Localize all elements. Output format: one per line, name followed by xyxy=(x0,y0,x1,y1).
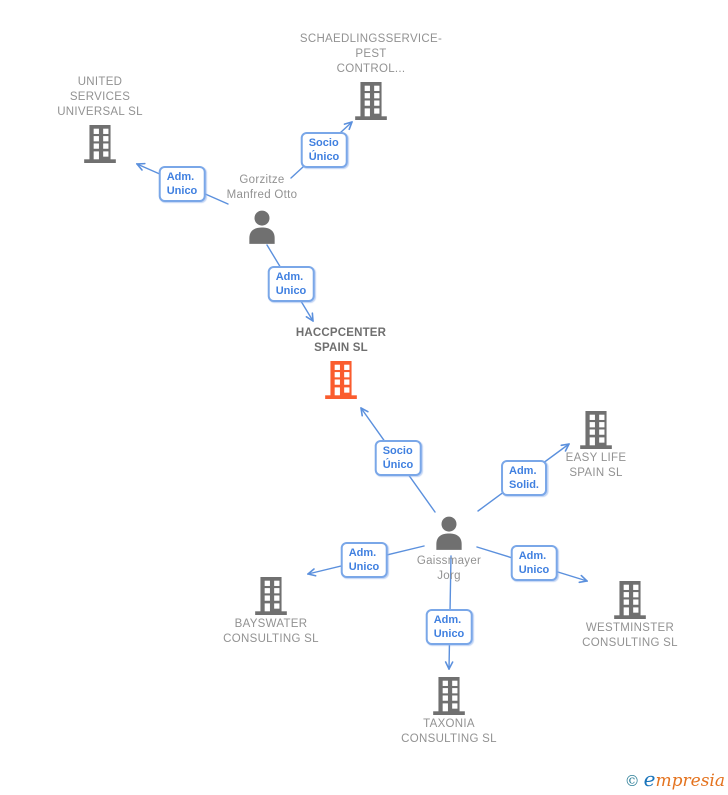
node-gaissmayer-icon-wrap[interactable] xyxy=(434,516,464,550)
edge-label-line: Adm. xyxy=(518,550,547,562)
edge-label-gaissmayer-easy-life: Adm. Solid. xyxy=(501,460,547,496)
building-icon xyxy=(614,581,646,619)
edge-label-line: Socio xyxy=(308,137,339,149)
node-haccpcenter-icon-wrap[interactable] xyxy=(324,361,358,399)
edge-label-line: Adm. xyxy=(348,547,377,559)
node-label-line: Gaissmayer xyxy=(416,555,482,567)
node-label-line: CONSULTING SL xyxy=(223,633,319,645)
node-schaedlingsservice-icon-wrap[interactable] xyxy=(354,82,388,120)
edge-label-line: Adm. xyxy=(509,465,537,477)
node-label-line: CONTROL... xyxy=(336,63,406,75)
node-label-line: CONSULTING SL xyxy=(582,637,678,649)
edge-label-gaissmayer-westminster: Adm. Unico xyxy=(510,545,558,581)
building-icon xyxy=(325,361,357,399)
building-icon xyxy=(355,82,387,120)
node-label-line: SCHAEDLINGSSERVICE- xyxy=(299,33,443,45)
node-easy-life-icon-wrap[interactable] xyxy=(579,411,613,449)
node-label-line: WESTMINSTER xyxy=(585,622,675,634)
edge-label-gorzitze-united-services: Adm. Unico xyxy=(158,166,206,202)
edge-label-gaissmayer-taxonia: Adm. Unico xyxy=(425,609,473,645)
node-label-line: HACCPCENTER xyxy=(295,327,387,339)
node-label-line: Manfred Otto xyxy=(226,189,298,201)
building-icon xyxy=(580,411,612,449)
brand-text: mpresia xyxy=(655,771,726,791)
node-schaedlingsservice-label: SCHAEDLINGSSERVICE- PEST CONTROL... xyxy=(300,32,442,77)
edge-label-line: Unico xyxy=(348,561,380,573)
node-label-line: UNIVERSAL SL xyxy=(57,106,143,118)
person-icon xyxy=(436,516,462,550)
node-westminster-icon-wrap[interactable] xyxy=(613,581,647,619)
building-icon xyxy=(433,677,465,715)
edge-label-line: Único xyxy=(382,459,414,471)
edge-label-line: Unico xyxy=(433,628,465,640)
edge-label-line: Adm. xyxy=(433,614,462,626)
node-label-line: PEST xyxy=(355,48,387,60)
empresia-logo: ©empresia xyxy=(625,769,725,791)
edge-label-line: Adm. xyxy=(275,271,304,283)
building-icon xyxy=(84,125,116,163)
node-united-services-label: UNITED SERVICES UNIVERSAL SL xyxy=(57,75,143,120)
brand-initial: e xyxy=(643,767,656,791)
edge-label-gorzitze-haccpcenter: Adm. Unico xyxy=(267,266,315,302)
copyright-icon: © xyxy=(624,772,640,790)
node-easy-life-label: EASY LIFE SPAIN SL xyxy=(566,451,627,481)
edge-label-line: Solid. xyxy=(509,479,539,491)
edge-label-line: Adm. xyxy=(166,171,195,183)
node-gorzitze-icon-wrap[interactable] xyxy=(247,210,277,244)
node-bayswater-icon-wrap[interactable] xyxy=(254,577,288,615)
node-label-line: Gorzitze xyxy=(239,174,285,186)
edge-label-line: Unico xyxy=(166,185,198,197)
edge-label-line: Socio xyxy=(382,445,413,457)
node-label-line: UNITED xyxy=(77,76,123,88)
node-taxonia-label: TAXONIA CONSULTING SL xyxy=(401,717,497,747)
node-label-line: EASY LIFE xyxy=(565,452,627,464)
building-icon xyxy=(255,577,287,615)
edge-label-line: Unico xyxy=(275,285,307,297)
person-icon xyxy=(249,210,275,244)
node-label-line: BAYSWATER xyxy=(234,618,308,630)
node-taxonia-icon-wrap[interactable] xyxy=(432,677,466,715)
node-bayswater-label: BAYSWATER CONSULTING SL xyxy=(223,617,319,647)
edge-label-gaissmayer-bayswater: Adm. Unico xyxy=(340,542,388,578)
node-label-line: TAXONIA xyxy=(423,718,475,730)
edge-label-line: Único xyxy=(308,151,340,163)
node-label-line: SPAIN SL xyxy=(314,342,368,354)
node-label-line: Jorg xyxy=(437,570,461,582)
edge-label-line: Unico xyxy=(518,564,550,576)
node-westminster-label: WESTMINSTER CONSULTING SL xyxy=(582,621,678,651)
node-label-line: CONSULTING SL xyxy=(401,733,497,745)
node-haccpcenter-label: HACCPCENTER SPAIN SL xyxy=(296,326,386,356)
node-united-services-icon-wrap[interactable] xyxy=(83,125,117,163)
node-label-line: SERVICES xyxy=(69,91,131,103)
node-label-line: SPAIN SL xyxy=(569,467,623,479)
